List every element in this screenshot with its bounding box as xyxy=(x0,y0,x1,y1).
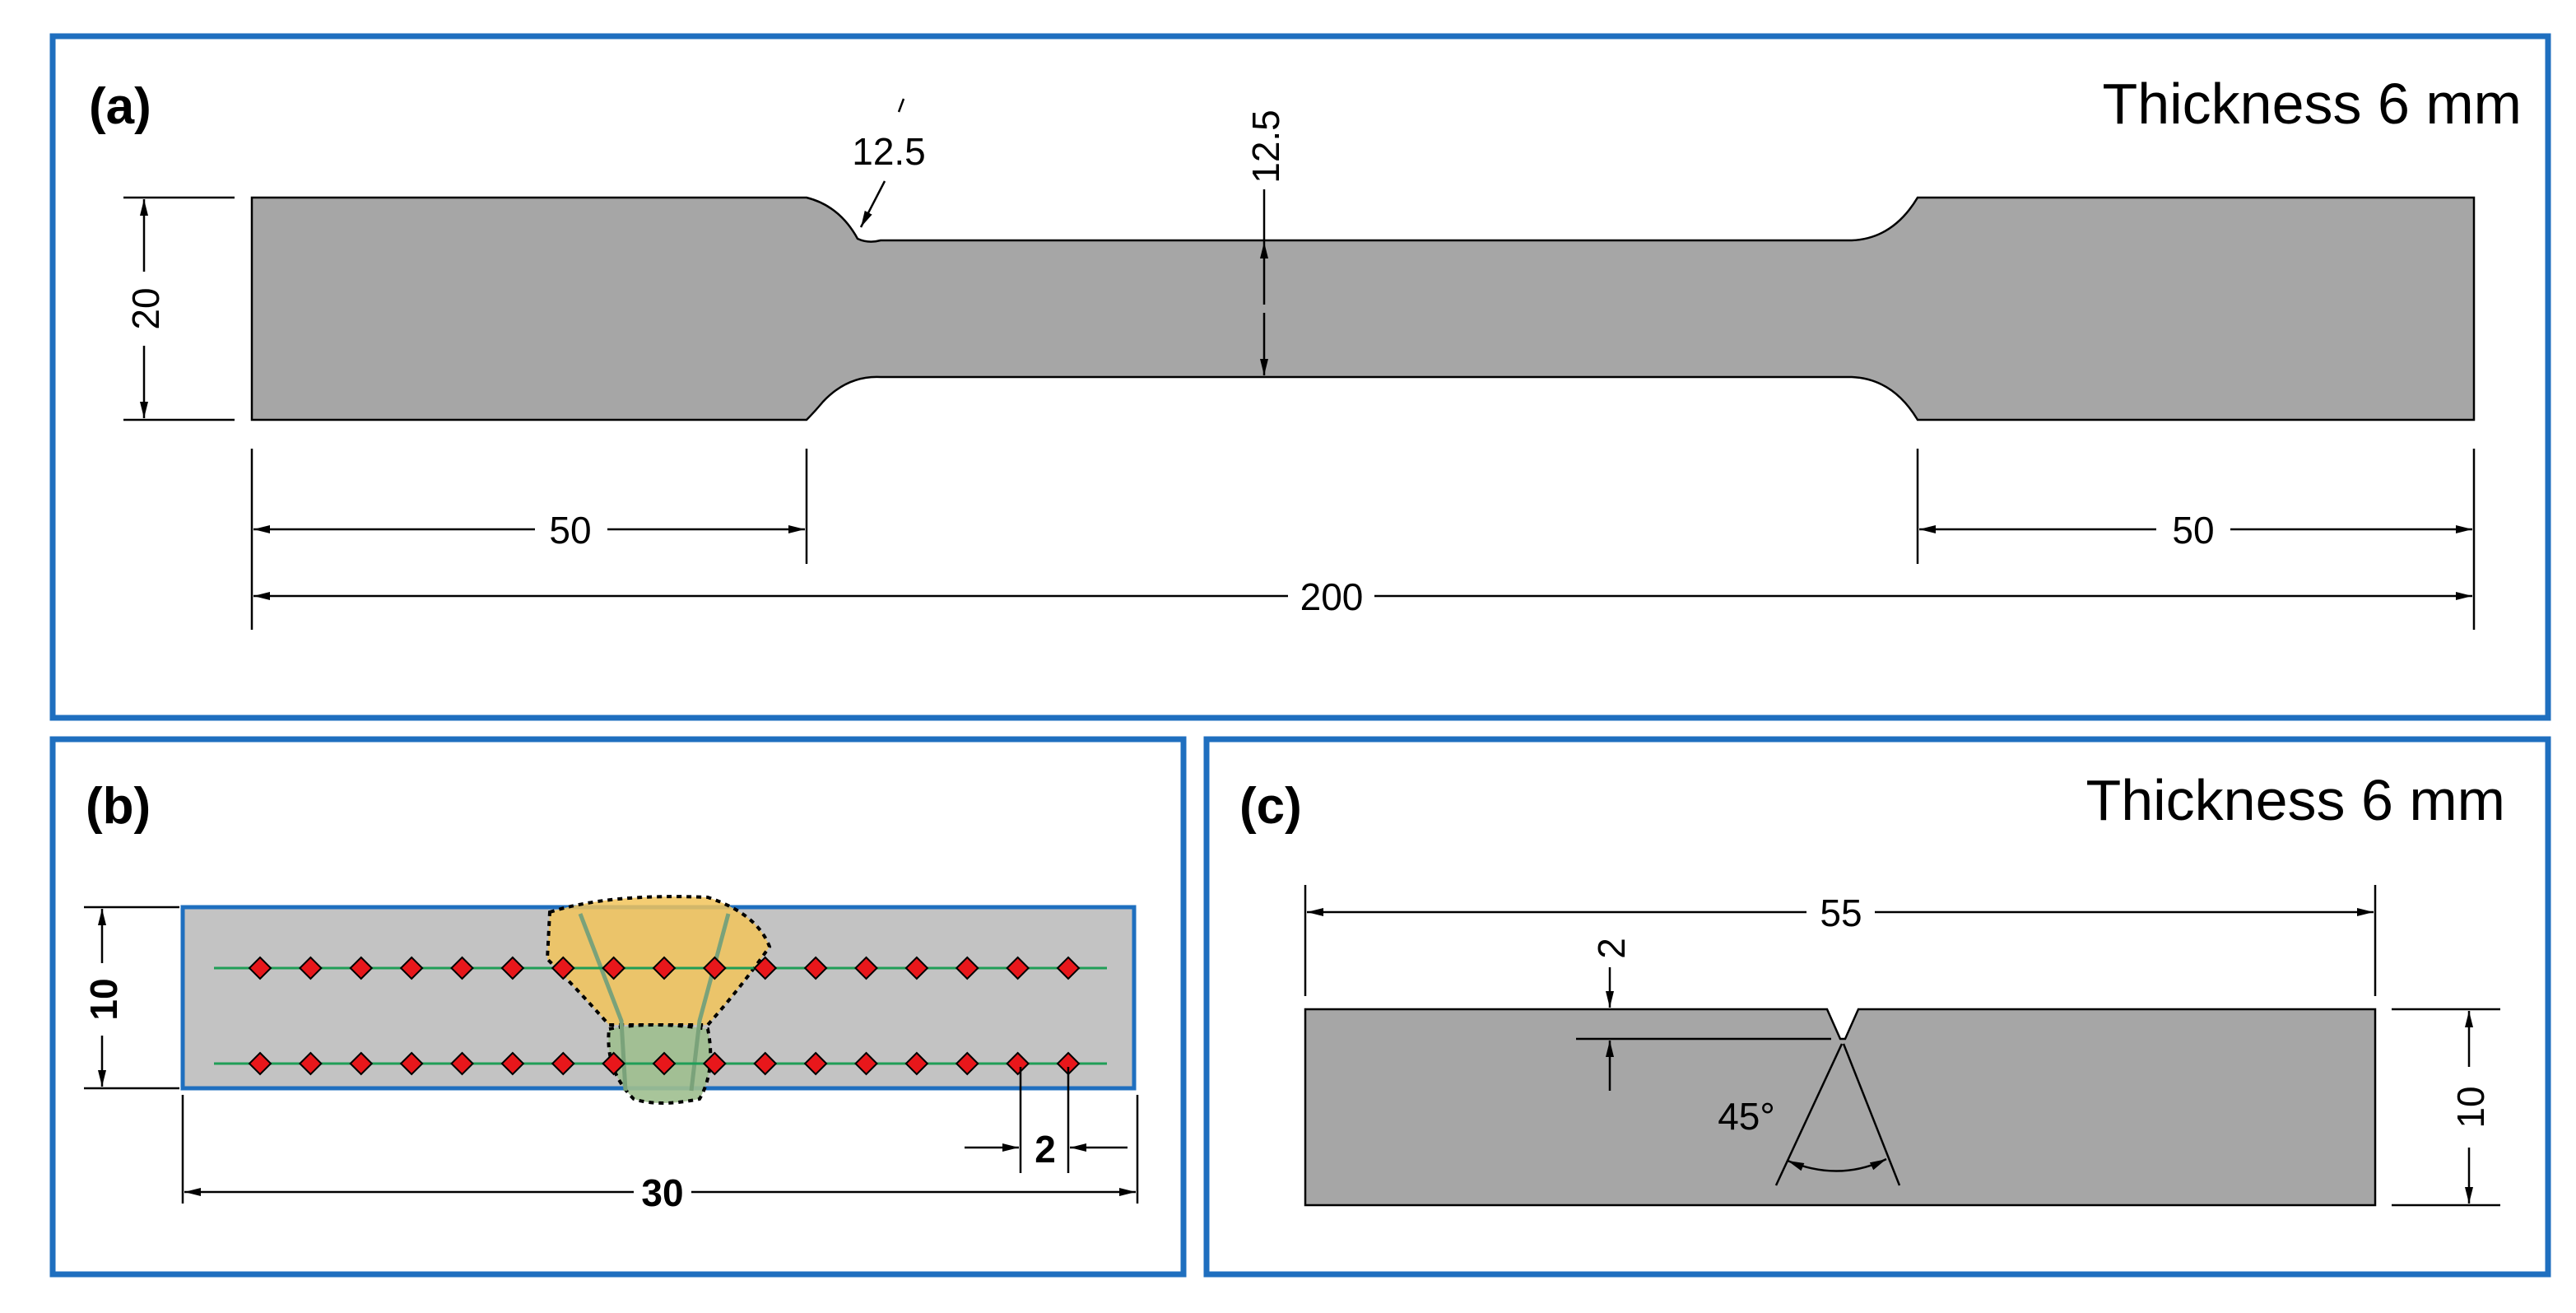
indent-marker xyxy=(753,956,778,980)
indent-marker xyxy=(399,956,424,980)
dim-spacing: 2 xyxy=(1035,1128,1056,1171)
dim-radius: 12.5 xyxy=(852,130,926,173)
fusion-line-left xyxy=(578,913,628,1092)
indent-marker xyxy=(248,1051,272,1076)
indent-marker xyxy=(753,1051,778,1076)
indent-marker xyxy=(803,956,828,980)
panel-c-label: (c) xyxy=(1239,778,1302,835)
indent-marker xyxy=(298,1051,323,1076)
dim-height-c: 10 xyxy=(2449,1086,2492,1128)
indent-marker xyxy=(904,956,929,980)
indent-marker xyxy=(602,956,626,980)
indent-marker xyxy=(1056,956,1081,980)
dim-grip-width: 20 xyxy=(124,287,167,329)
panel-a-frame xyxy=(49,33,2551,721)
dim-grip-right: 50 xyxy=(2172,509,2214,552)
indent-marker xyxy=(500,1051,525,1076)
indent-marker xyxy=(1006,956,1030,980)
indent-marker xyxy=(1006,1051,1030,1076)
indent-marker xyxy=(702,956,727,980)
indent-marker xyxy=(602,1051,626,1076)
indent-marker xyxy=(500,956,525,980)
panel-b-label: (b) xyxy=(86,778,151,835)
indent-marker xyxy=(399,1051,424,1076)
fusion-line-right xyxy=(689,913,731,1092)
angle-line-left xyxy=(1774,1043,1844,1186)
dim-width: 30 xyxy=(641,1171,683,1214)
indent-marker xyxy=(904,1051,929,1076)
indent-marker xyxy=(652,956,677,980)
panel-c-thickness: Thickness 6 mm xyxy=(2085,768,2505,832)
dim-total-length: 200 xyxy=(1300,575,1364,618)
panel-a: (a) Thickness 6 mm 20 12.5 12.5 50 50 xyxy=(49,33,2551,721)
indent-marker xyxy=(702,1051,727,1076)
dim-angle: 45° xyxy=(1718,1095,1775,1138)
indent-marker xyxy=(551,1051,575,1076)
angle-line-right xyxy=(1842,1043,1901,1186)
indent-marker xyxy=(450,1051,474,1076)
indent-marker xyxy=(450,956,474,980)
indent-marker xyxy=(349,1051,374,1076)
indent-marker xyxy=(854,1051,878,1076)
dim-notch-depth: 2 xyxy=(1590,938,1633,959)
indent-marker xyxy=(551,956,575,980)
weld-zone-top xyxy=(545,895,772,1027)
indent-marker xyxy=(349,956,374,980)
panel-c: (c) Thickness 6 mm 55 2 10 45° xyxy=(1203,736,2551,1278)
angle-arc xyxy=(1787,1157,1887,1172)
radius-tick xyxy=(897,98,905,113)
panel-b-frame xyxy=(49,736,1187,1278)
indent-marker xyxy=(652,1051,677,1076)
dim-length: 55 xyxy=(1820,892,1862,934)
indent-marker xyxy=(955,956,979,980)
tensile-specimen xyxy=(250,196,2476,421)
dim-height: 10 xyxy=(82,978,125,1020)
indent-marker xyxy=(298,956,323,980)
radius-leader xyxy=(859,180,886,228)
panel-a-thickness: Thickness 6 mm xyxy=(2102,72,2522,136)
dim-grip-left: 50 xyxy=(549,509,591,552)
indent-marker xyxy=(803,1051,828,1076)
charpy-specimen xyxy=(1304,1008,2377,1207)
indent-marker xyxy=(248,956,272,980)
panel-a-label: (a) xyxy=(89,78,151,135)
indent-marker xyxy=(854,956,878,980)
panel-c-frame xyxy=(1203,736,2551,1278)
panel-b: (b) 10 30 2 xyxy=(49,736,1187,1278)
indent-marker xyxy=(955,1051,979,1076)
dim-gauge-width: 12.5 xyxy=(1244,109,1287,184)
